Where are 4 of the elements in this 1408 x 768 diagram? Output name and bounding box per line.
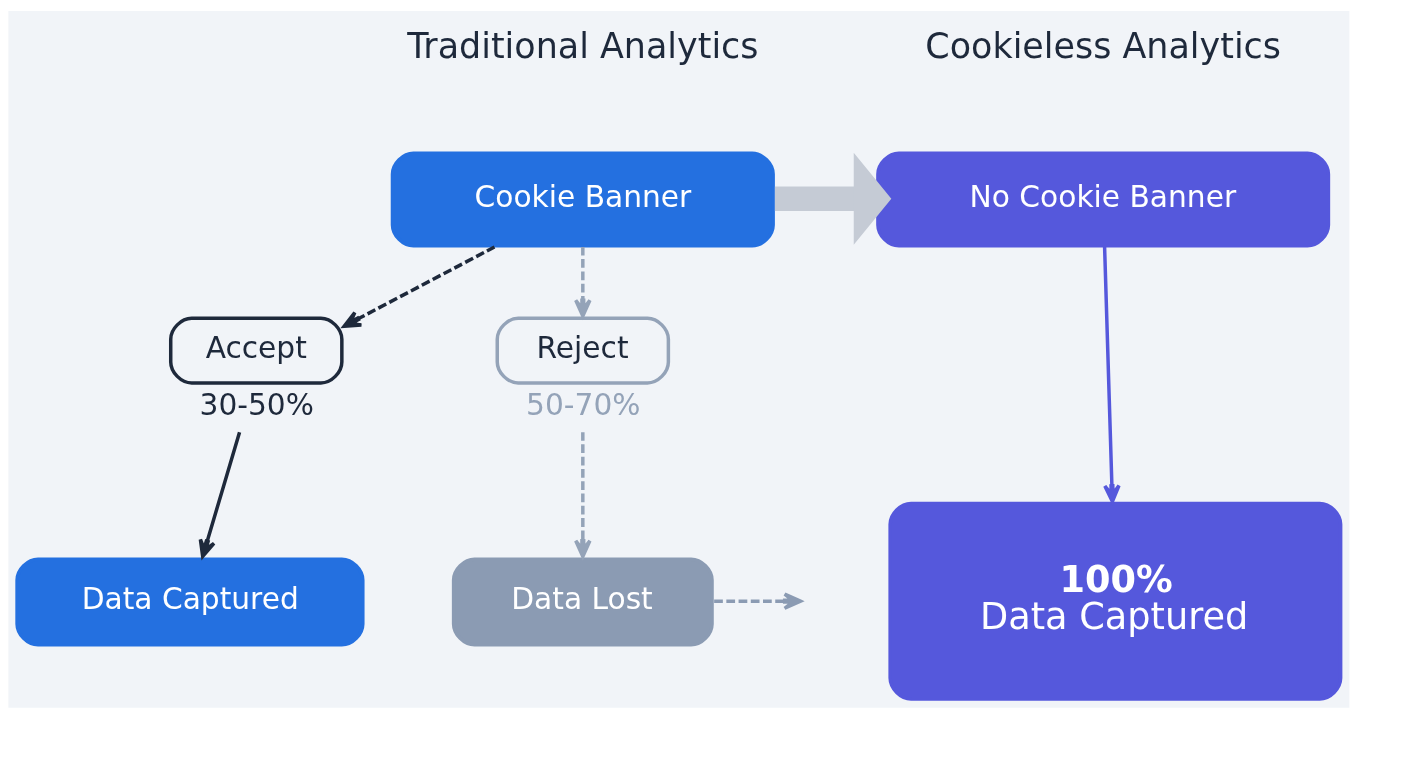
node-label: 50-70% — [526, 386, 641, 422]
node-label: 30-50% — [199, 386, 314, 422]
label: Cookieless Analytics — [925, 25, 1281, 66]
label: Traditional Analytics — [407, 25, 759, 66]
